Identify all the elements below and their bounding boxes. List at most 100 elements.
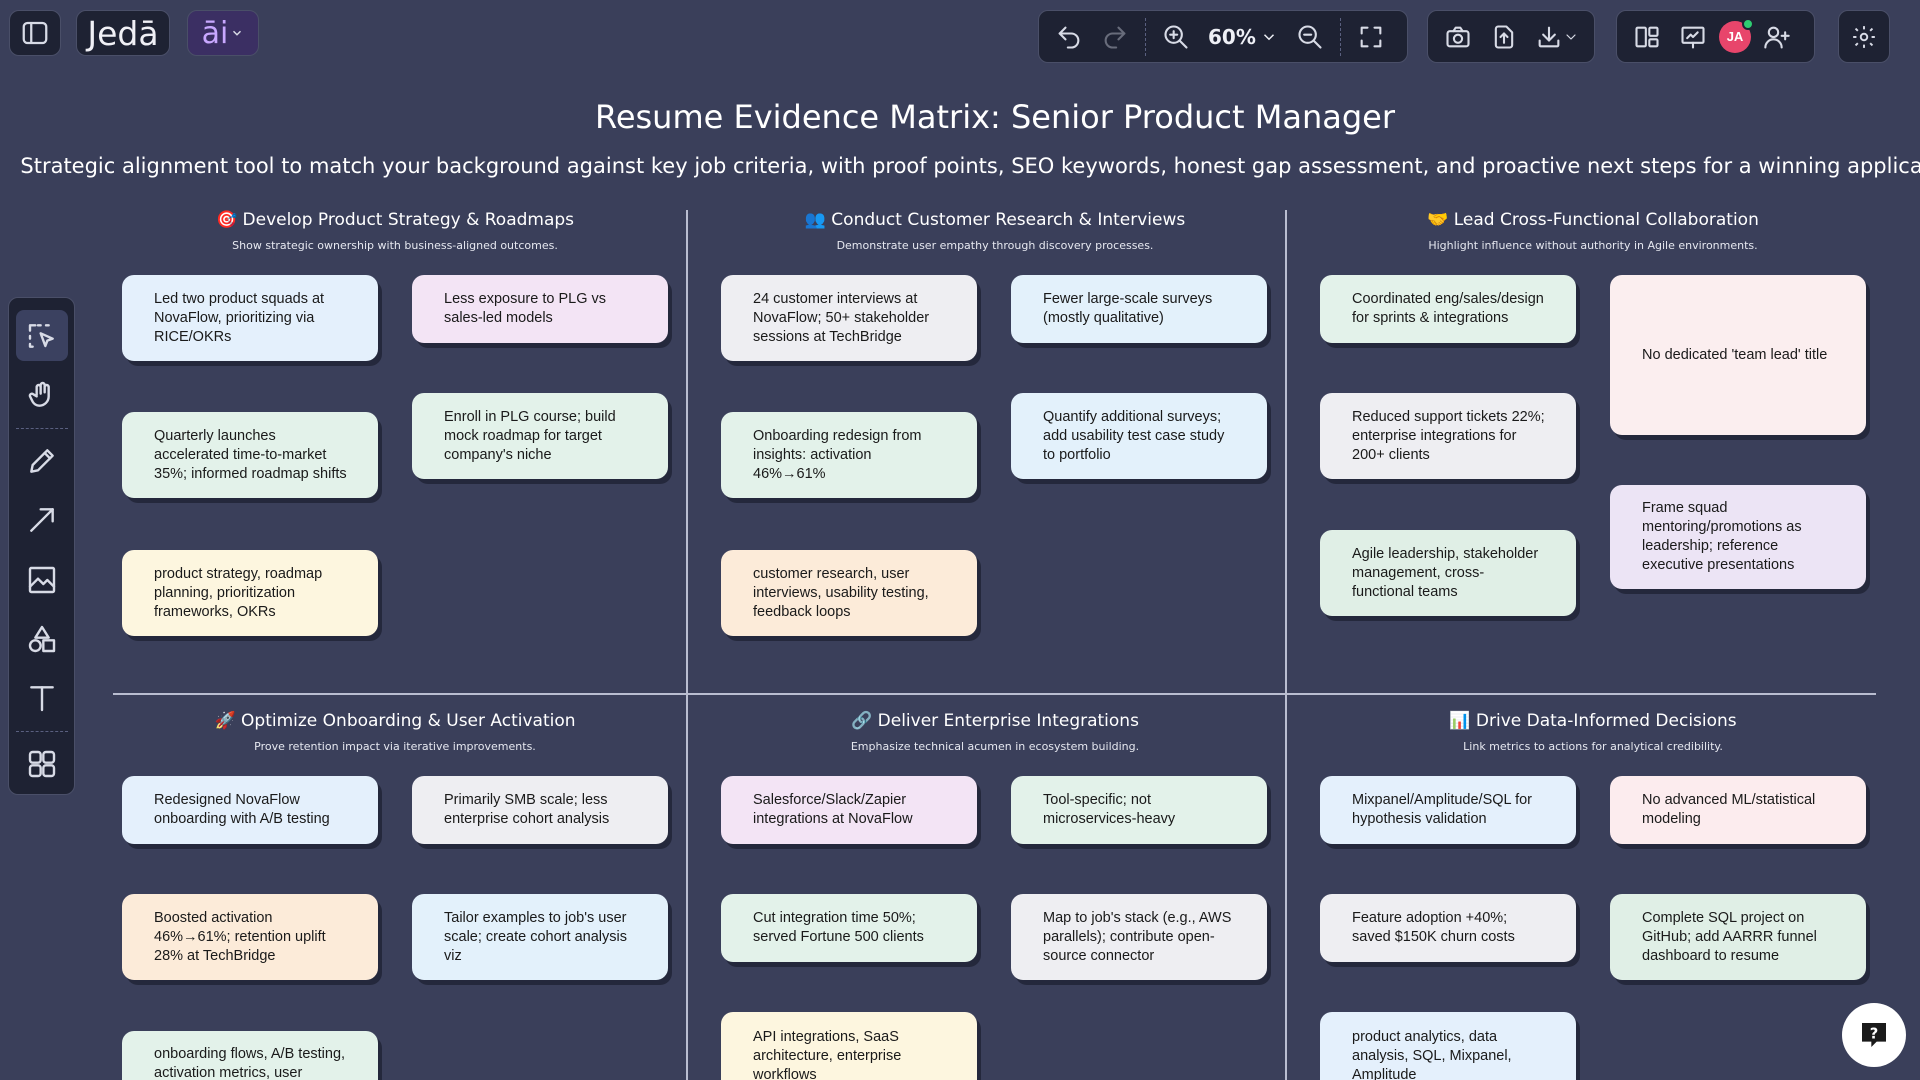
sidebar-divider bbox=[15, 730, 68, 732]
ai-menu-button[interactable]: āi bbox=[187, 10, 259, 56]
link-emoji-icon: 🔗 bbox=[851, 711, 873, 731]
board-subtitle: Strategic alignment tool to match your b… bbox=[20, 154, 1920, 178]
target-emoji-icon: 🎯 bbox=[215, 210, 238, 230]
redo-icon bbox=[1104, 26, 1126, 49]
next-step-card[interactable]: Enroll in PLG course; build mock roadmap… bbox=[412, 393, 668, 479]
section-subtitle: Show strategic ownership with business-a… bbox=[232, 239, 558, 252]
rocket-emoji-icon: 🚀 bbox=[214, 711, 236, 731]
download-button[interactable] bbox=[1530, 17, 1584, 57]
evidence-card[interactable]: Led two product squads at NovaFlow, prio… bbox=[122, 275, 378, 361]
keywords-card[interactable]: API integrations, SaaS architecture, ent… bbox=[721, 1012, 977, 1080]
impact-card[interactable]: Cut integration time 50%; served Fortune… bbox=[721, 894, 977, 962]
screenshot-button[interactable] bbox=[1438, 17, 1478, 57]
board-title: Resume Evidence Matrix: Senior Product M… bbox=[595, 98, 1395, 136]
handshake-emoji-icon: 🤝 bbox=[1427, 210, 1449, 230]
gap-card[interactable]: Less exposure to PLG vs sales-led models bbox=[412, 275, 668, 343]
arrow-tool[interactable] bbox=[16, 495, 68, 546]
section-header-integrations: 🔗 Deliver Enterprise Integrations Emphas… bbox=[715, 711, 1275, 753]
chevron-down-icon bbox=[1263, 33, 1274, 40]
export-toolbar bbox=[1427, 10, 1595, 63]
section-subtitle: Emphasize technical acumen in ecosystem … bbox=[850, 740, 1140, 753]
evidence-card[interactable]: Salesforce/Slack/Zapier integrations at … bbox=[721, 776, 977, 844]
fit-screen-button[interactable] bbox=[1351, 17, 1391, 57]
evidence-card[interactable]: 24 customer interviews at NovaFlow; 50+ … bbox=[721, 275, 977, 361]
settings-button[interactable] bbox=[1838, 10, 1890, 63]
grid-icon bbox=[28, 751, 55, 778]
pen-tool[interactable] bbox=[16, 436, 68, 487]
help-button[interactable]: ? bbox=[1842, 1003, 1906, 1067]
column-divider bbox=[1285, 210, 1287, 1080]
next-step-card[interactable]: Complete SQL project on GitHub; add AARR… bbox=[1610, 894, 1866, 980]
impact-card[interactable]: Onboarding redesign from insights: activ… bbox=[721, 412, 977, 498]
zoom-in-icon bbox=[1164, 24, 1188, 49]
gap-card[interactable]: Tool-specific; not microservices-heavy bbox=[1011, 776, 1267, 844]
keywords-card[interactable]: product analytics, data analysis, SQL, M… bbox=[1320, 1012, 1576, 1080]
present-button[interactable] bbox=[1673, 17, 1713, 57]
keywords-card[interactable]: customer research, user interviews, usab… bbox=[721, 550, 977, 636]
gap-card[interactable]: Primarily SMB scale; less enterprise coh… bbox=[412, 776, 668, 844]
user-avatar[interactable]: JA bbox=[1719, 17, 1754, 53]
text-tool[interactable] bbox=[16, 673, 68, 724]
presentation-icon bbox=[1681, 26, 1705, 49]
upload-file-icon bbox=[1494, 24, 1514, 49]
next-step-card[interactable]: Quantify additional surveys; add usabili… bbox=[1011, 393, 1267, 479]
zoom-out-button[interactable] bbox=[1290, 17, 1330, 57]
keywords-card[interactable]: product strategy, roadmap planning, prio… bbox=[122, 550, 378, 636]
row-divider bbox=[113, 693, 1876, 695]
section-title: 🔗 Deliver Enterprise Integrations bbox=[851, 711, 1139, 731]
section-subtitle: Link metrics to actions for analytical c… bbox=[1463, 740, 1723, 753]
section-subtitle: Highlight influence without authority in… bbox=[1428, 239, 1758, 252]
chevron-down-icon bbox=[233, 30, 242, 36]
select-cursor-icon bbox=[28, 323, 54, 348]
sidebar-panel-icon bbox=[22, 21, 48, 45]
download-icon bbox=[1538, 26, 1560, 47]
next-step-card[interactable]: Map to job's stack (e.g., AWS parallels)… bbox=[1011, 894, 1267, 980]
undo-button[interactable] bbox=[1049, 17, 1089, 57]
undo-icon bbox=[1058, 26, 1080, 49]
gap-card[interactable]: No dedicated 'team lead' title bbox=[1610, 275, 1866, 435]
section-header-customer-research: 👥 Conduct Customer Research & Interviews… bbox=[715, 210, 1275, 252]
ai-logo-text: āi bbox=[201, 15, 229, 51]
evidence-card[interactable]: Redesigned NovaFlow onboarding with A/B … bbox=[122, 776, 378, 844]
section-header-data-decisions: 📊 Drive Data-Informed Decisions Link met… bbox=[1313, 711, 1873, 753]
hand-tool[interactable] bbox=[16, 369, 68, 420]
next-step-card[interactable]: Tailor examples to job's user scale; cre… bbox=[412, 894, 668, 980]
chart-emoji-icon: 📊 bbox=[1449, 711, 1471, 731]
section-header-onboarding: 🚀 Optimize Onboarding & User Activation … bbox=[115, 711, 675, 753]
jeda-logo[interactable]: Jedā bbox=[76, 10, 170, 56]
image-tool[interactable] bbox=[16, 554, 68, 605]
keywords-card[interactable]: Agile leadership, stakeholder management… bbox=[1320, 530, 1576, 616]
shapes-tool[interactable] bbox=[16, 613, 68, 664]
section-subtitle: Prove retention impact via iterative imp… bbox=[254, 740, 536, 753]
keywords-card[interactable]: onboarding flows, A/B testing, activatio… bbox=[122, 1031, 378, 1080]
layout-button[interactable] bbox=[1627, 17, 1667, 57]
impact-card[interactable]: Feature adoption +40%; saved $150K churn… bbox=[1320, 894, 1576, 962]
gap-card[interactable]: Fewer large-scale surveys (mostly qualit… bbox=[1011, 275, 1267, 343]
column-divider bbox=[686, 210, 688, 1080]
sidebar-divider bbox=[15, 427, 68, 429]
section-header-product-strategy: 🎯 Develop Product Strategy & Roadmaps Sh… bbox=[115, 210, 675, 252]
toggle-sidebar-button[interactable] bbox=[9, 10, 61, 56]
zoom-level-dropdown[interactable]: 60% bbox=[1202, 25, 1284, 49]
evidence-card[interactable]: Mixpanel/Amplitude/SQL for hypothesis va… bbox=[1320, 776, 1576, 844]
avatar-initials: JA bbox=[1726, 29, 1744, 44]
upload-button[interactable] bbox=[1484, 17, 1524, 57]
online-status-dot bbox=[1742, 17, 1754, 30]
image-icon bbox=[28, 566, 55, 593]
section-title: 👥 Conduct Customer Research & Interviews bbox=[804, 210, 1186, 230]
impact-card[interactable]: Boosted activation 46%→61%; retention up… bbox=[122, 894, 378, 980]
zoom-in-button[interactable] bbox=[1156, 17, 1196, 57]
section-title: 🎯 Develop Product Strategy & Roadmaps bbox=[215, 210, 575, 230]
templates-tool[interactable] bbox=[16, 739, 68, 790]
redo-button[interactable] bbox=[1095, 17, 1135, 57]
select-tool[interactable] bbox=[15, 310, 68, 362]
next-step-card[interactable]: Frame squad mentoring/promotions as lead… bbox=[1610, 485, 1866, 589]
evidence-card[interactable]: Coordinated eng/sales/design for sprints… bbox=[1320, 275, 1576, 343]
gap-card[interactable]: No advanced ML/statistical modeling bbox=[1610, 776, 1866, 844]
toolbar-divider bbox=[1145, 17, 1146, 56]
impact-card[interactable]: Reduced support tickets 22%; enterprise … bbox=[1320, 393, 1576, 479]
camera-icon bbox=[1446, 26, 1470, 47]
invite-user-button[interactable] bbox=[1757, 17, 1797, 57]
impact-card[interactable]: Quarterly launches accelerated time-to-m… bbox=[122, 412, 378, 498]
section-title: 🚀 Optimize Onboarding & User Activation bbox=[214, 711, 576, 731]
